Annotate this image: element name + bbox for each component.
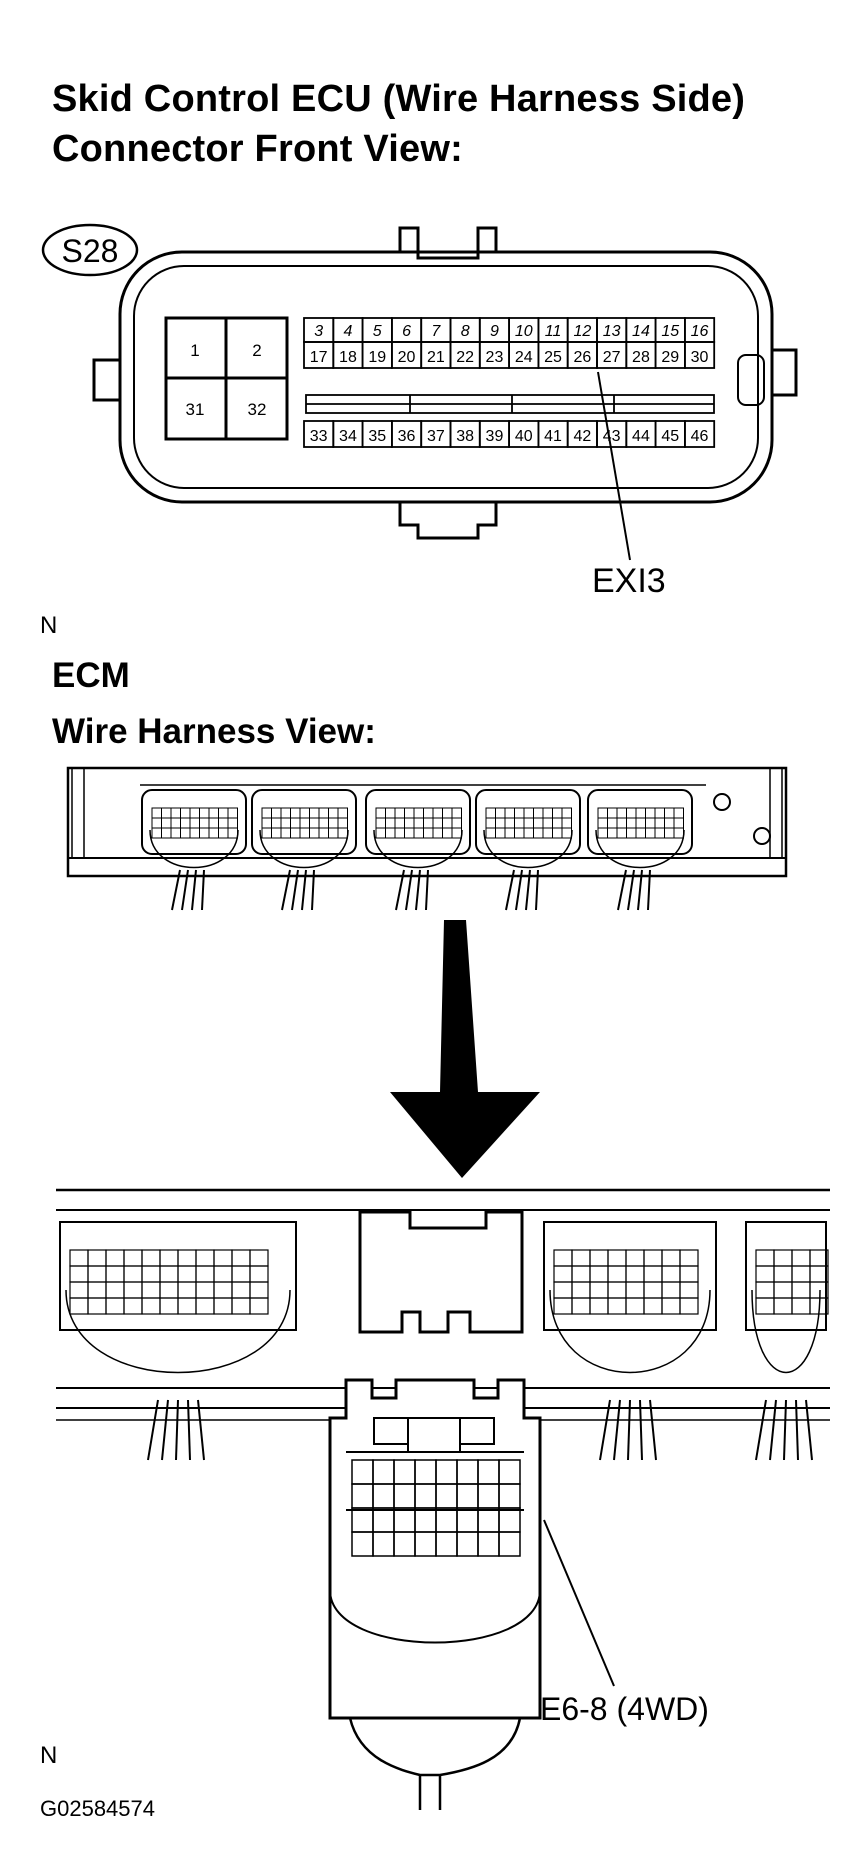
pin-6: 6 (402, 323, 411, 340)
ecm-heading: ECM (52, 656, 130, 695)
pin-29: 29 (661, 349, 679, 366)
connector-id: S28 (62, 233, 119, 269)
pin-24: 24 (515, 349, 533, 366)
pin-33: 33 (310, 428, 328, 445)
pin-27: 27 (603, 349, 621, 366)
pin-31: 31 (186, 400, 205, 419)
pin-23: 23 (486, 349, 504, 366)
pin-35: 35 (368, 428, 386, 445)
large-pin-block: 1 2 31 32 (164, 316, 289, 441)
pin-2: 2 (252, 341, 261, 360)
connector-id-badge: S28 (41, 223, 139, 277)
pin-8: 8 (461, 323, 470, 340)
pin-1: 1 (190, 341, 199, 360)
wire-harness-view-heading: Wire Harness View: (52, 712, 376, 751)
pin-26: 26 (573, 349, 591, 366)
pin-11: 11 (545, 323, 562, 340)
ecm-connector-3 (365, 789, 471, 911)
ecm-zoomed-view (56, 1188, 830, 1461)
pin-10: 10 (515, 323, 533, 340)
pin-cell (684, 341, 716, 369)
ecm-connector-1 (141, 789, 247, 911)
e6-leader-line (543, 1519, 615, 1687)
pin-45: 45 (661, 428, 679, 445)
pin-13: 13 (603, 323, 621, 340)
pin-36: 36 (398, 428, 416, 445)
note-mark-2: N (40, 1742, 58, 1769)
pin-5: 5 (373, 323, 382, 340)
figure-title-line1: Skid Control ECU (Wire Harness Side) (52, 78, 746, 120)
pin-42: 42 (573, 428, 591, 445)
zoom-connector-2 (543, 1221, 717, 1461)
harness-connector-e6 (328, 1378, 542, 1810)
pin-28: 28 (632, 349, 650, 366)
e6-pin-cell (498, 1531, 521, 1557)
pin-16: 16 (691, 323, 709, 340)
ecm-connector-2 (251, 789, 357, 911)
pin-44: 44 (632, 428, 650, 445)
pin-21: 21 (427, 349, 445, 366)
pin-25: 25 (544, 349, 562, 366)
zoom-connector-1 (59, 1221, 297, 1461)
pin-41: 41 (544, 428, 562, 445)
pin-37: 37 (427, 428, 445, 445)
pin-14: 14 (632, 323, 650, 340)
ecm-connector-5 (587, 789, 693, 911)
figure-code: G02584574 (40, 1796, 155, 1821)
pin-46: 46 (691, 428, 709, 445)
pin-32: 32 (248, 400, 267, 419)
pin-7: 7 (431, 323, 441, 340)
pin-20: 20 (398, 349, 416, 366)
pin-18: 18 (339, 349, 357, 366)
figure-title-line2: Connector Front View: (52, 128, 463, 170)
pin-cell (684, 420, 716, 448)
pin-15: 15 (661, 323, 679, 340)
ecm-connector-4 (475, 789, 581, 911)
pin-12: 12 (573, 323, 591, 340)
pin-43: 43 (603, 428, 621, 445)
exi3-callout: EXI3 (592, 562, 666, 600)
pin-34: 34 (339, 428, 357, 445)
pin-40: 40 (515, 428, 533, 445)
exi3-leader-line (597, 371, 631, 561)
pin-19: 19 (368, 349, 386, 366)
note-mark-1: N (40, 612, 58, 639)
pin-38: 38 (456, 428, 474, 445)
ecm-unit-overview (66, 766, 788, 911)
e6-callout: E6-8 (4WD) (540, 1691, 709, 1727)
zoom-connector-3 (745, 1221, 829, 1461)
pin-3: 3 (314, 323, 323, 340)
pin-30: 30 (691, 349, 709, 366)
pin-22: 22 (456, 349, 474, 366)
pin-9: 9 (490, 323, 499, 340)
pin-39: 39 (486, 428, 504, 445)
zoom-arrow (390, 920, 540, 1178)
pin-4: 4 (343, 323, 352, 340)
skid-ecu-connector (92, 226, 798, 540)
pin-17: 17 (310, 349, 328, 366)
